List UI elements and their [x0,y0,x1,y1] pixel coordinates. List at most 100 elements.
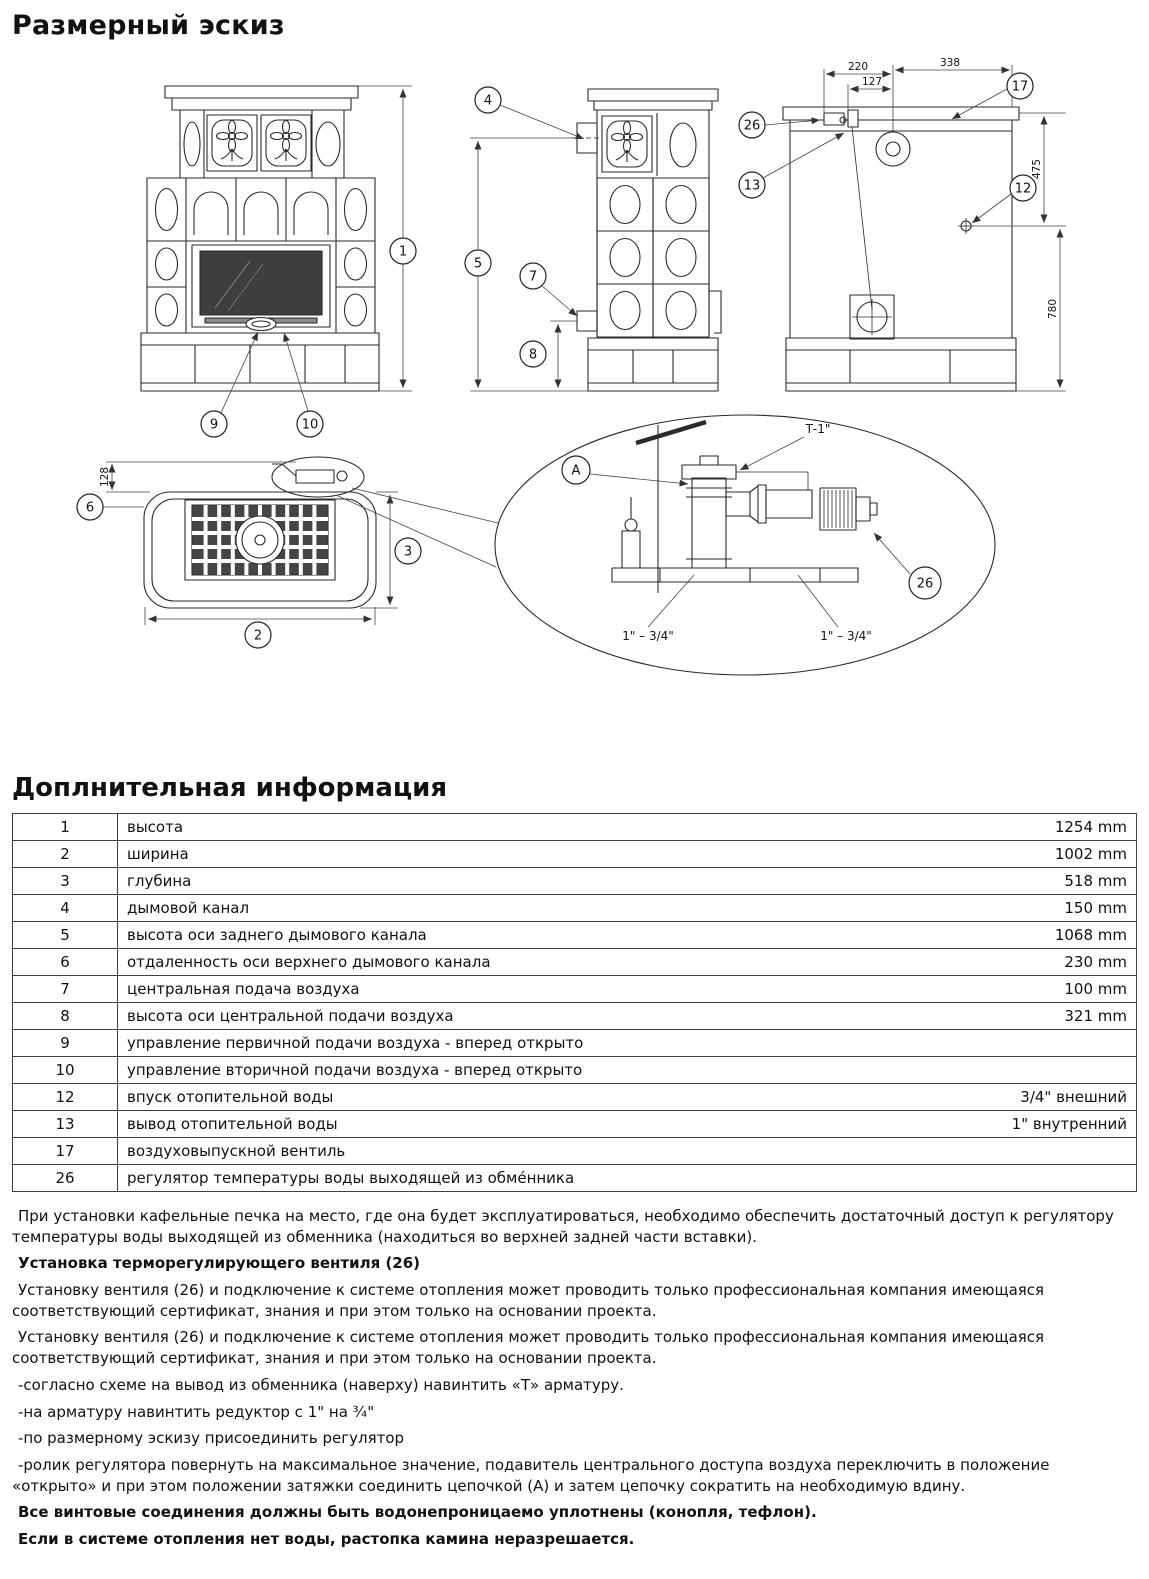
section-title: Доплнительная информация [12,773,448,803]
callout-3 [394,537,422,565]
note-heading-valve-install: Установка терморегулирующего вентиля (26… [18,1254,421,1273]
callout-5-label: 5 [474,257,482,272]
callout-8 [519,340,547,368]
row-desc: вывод отопительной воды [127,1115,338,1133]
row-number: 3 [12,867,118,895]
row-desc: высота оси центральной подачи воздуха [127,1007,454,1025]
note-paragraph: Установку вентиля (26) и подключение к с… [12,1281,1045,1320]
row-number: 1 [12,813,118,841]
row-value: 150 mm [1064,899,1127,917]
callout-12 [1009,174,1037,202]
conn-right-label: 1" – 3/4" [820,629,872,643]
callout-1 [389,237,417,265]
table-row: 7 центральная подача воздуха 100 mm [12,975,1137,1003]
row-value: 518 mm [1064,872,1127,890]
side-view [570,88,722,392]
note-warning-seals: Все винтовые соединения должны быть водо… [18,1503,817,1522]
back-view [782,106,1020,392]
row-value: 3/4" внешний [1020,1088,1127,1106]
row-number: 6 [12,948,118,976]
row-value: 321 mm [1064,1007,1127,1025]
callout-10 [296,410,324,438]
note-paragraph: Установку вентиля (26) и подключение к с… [12,1328,1045,1368]
row-desc: отдаленность оси верхнего дымового канал… [127,953,491,971]
notes-section: При установки кафельные печка на место, … [12,1206,1135,1550]
callout-6-label: 6 [86,501,94,516]
table-row: 10 управление вторичной подачи воздуха - … [12,1056,1137,1084]
row-number: 5 [12,921,118,949]
table-row: 5 высота оси заднего дымового канала 1068 … [12,921,1137,949]
table-row: 6 отдаленность оси верхнего дымового кана… [12,948,1137,976]
row-desc: впуск отопительной воды [127,1088,334,1106]
row-value: 1068 mm [1054,926,1127,944]
callout-4 [474,86,502,114]
row-number: 13 [12,1110,118,1138]
row-number: 7 [12,975,118,1003]
row-number: 12 [12,1083,118,1111]
callout-8-label: 8 [529,348,537,363]
callout-A-label: A [572,464,581,479]
row-desc: регулятор температуры воды выходящей из … [127,1169,575,1187]
callout-4-label: 4 [484,94,492,109]
callout-13-label: 13 [744,179,761,194]
callout-12-label: 12 [1015,182,1032,197]
callout-1-label: 1 [399,245,407,260]
callout-13 [738,171,766,199]
table-row: 8 высота оси центральной подачи воздуха 32… [12,1002,1137,1030]
dim-127: 127 [862,76,882,88]
note-step: -согласно схеме на вывод из обменника (н… [18,1375,624,1394]
t-fitting-label: Т-1" [805,422,831,436]
dimensional-sketch-svg: 1 4 9 10 5 7 8 26 13 17 12 6 3 2 A 26 22… [76,57,1066,676]
row-number: 10 [12,1056,118,1084]
callout-6 [76,493,104,521]
row-desc: управление вторичной подачи воздуха - вп… [127,1061,583,1079]
dim-475: 475 [1031,159,1043,179]
dimension-lines [103,65,1066,628]
table-row: 12 впуск отопительной воды 3/4" внешний [12,1083,1137,1111]
note-paragraph: При установки кафельные печка на место, … [12,1207,1114,1246]
detail-view [494,414,996,676]
note-warning-water: Если в системе отопления нет воды, расто… [18,1529,635,1548]
dim-780: 780 [1047,299,1059,319]
dimensional-sketch: 1 4 9 10 5 7 8 26 13 17 12 6 3 2 A 26 22… [0,43,1149,743]
callout-A [561,455,591,485]
callout-26 [738,111,766,139]
callout-17-label: 17 [1012,80,1029,95]
callout-2-label: 2 [254,629,262,644]
row-desc: высота оси заднего дымового канала [127,926,427,944]
row-desc: глубина [127,872,192,890]
callout-circles [76,72,1037,649]
drawing-labels: 1 4 9 10 5 7 8 26 13 17 12 6 3 2 A 26 22… [86,57,1059,644]
table-row: 4 дымовой канал 150 mm [12,894,1137,922]
callout-9 [200,410,228,438]
row-number: 4 [12,894,118,922]
row-value: 230 mm [1064,953,1127,971]
row-desc: центральная подача воздуха [127,980,360,998]
row-desc: воздуховыпускной вентиль [127,1142,346,1160]
callout-5 [464,249,492,277]
callout-17 [1006,72,1034,100]
row-value: 1254 mm [1054,818,1127,836]
callout-7-label: 7 [529,270,537,285]
page-title: Размерный эскиз [12,10,285,41]
dim-338: 338 [940,57,960,69]
callout-26-detail [908,566,942,600]
callout-26-detail-label: 26 [917,577,934,592]
note-step: -на арматуру навинтить редуктор с 1" на … [18,1402,375,1421]
front-view [140,85,380,392]
table-row: 13 вывод отопительной воды 1" внутренний [12,1110,1137,1138]
row-value: 100 mm [1064,980,1127,998]
callout-26-label: 26 [744,119,761,134]
row-number: 8 [12,1002,118,1030]
row-desc: дымовой канал [127,899,250,917]
top-view [143,456,377,609]
callout-9-label: 9 [210,418,218,433]
conn-left-label: 1" – 3/4" [622,629,674,643]
row-value: 1" внутренний [1011,1115,1127,1133]
